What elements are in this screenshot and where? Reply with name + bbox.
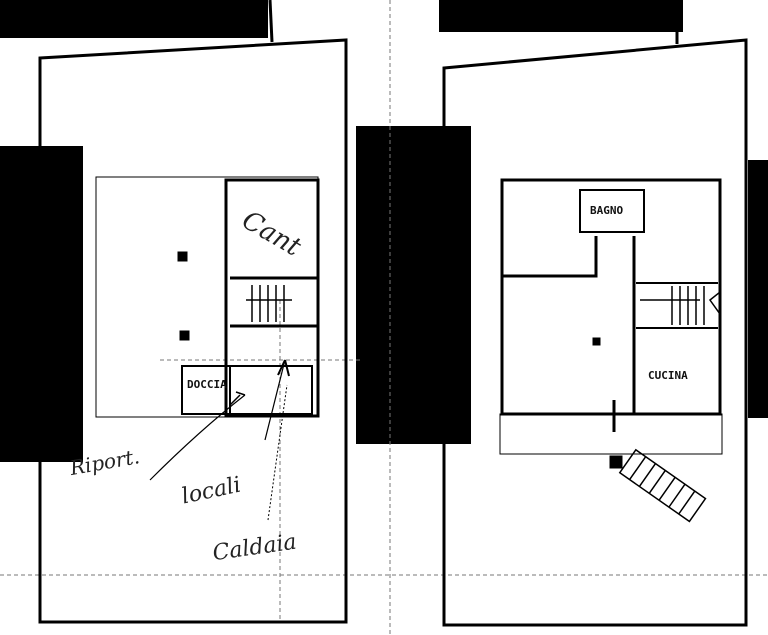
redaction-block (439, 0, 683, 32)
room-label-bagno: BAGNO (590, 204, 623, 217)
left-sheet-border (38, 38, 348, 624)
redaction-block (356, 126, 471, 444)
left-floor-plan (95, 176, 320, 521)
right-floor-plan (499, 178, 723, 523)
redaction-block (748, 160, 768, 418)
handwritten-cantina: Cant (237, 205, 307, 263)
room-label-cucina: CUCINA (648, 369, 688, 382)
right-sheet-border (442, 38, 748, 627)
handwritten-caldaia: Caldaia (211, 530, 298, 566)
room-label-doccia: DOCCIA (187, 378, 227, 391)
redaction-block (0, 0, 268, 38)
handwritten-locali: locali (179, 473, 243, 510)
